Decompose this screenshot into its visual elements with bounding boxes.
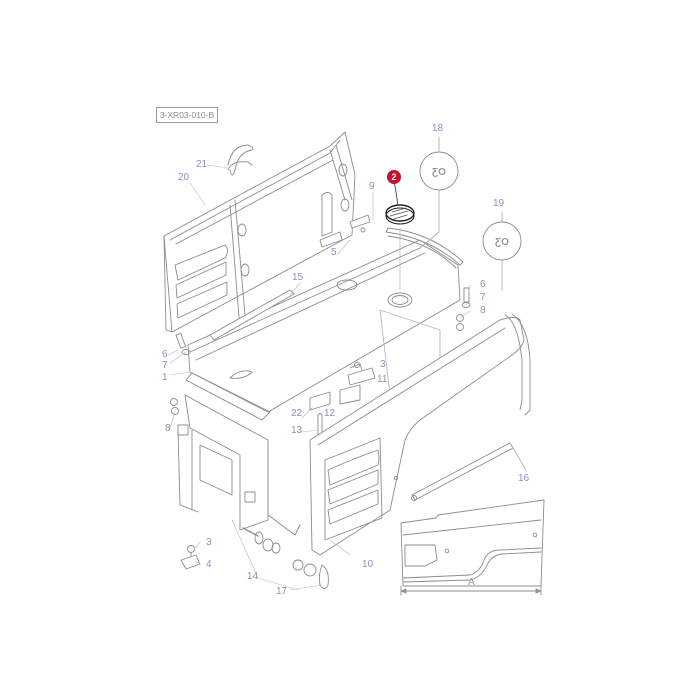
part-label-16[interactable]: 16 (518, 473, 530, 484)
side-panel-part-10 (309, 313, 531, 556)
curved-top-rail (385, 227, 464, 269)
bracket-part-9 (319, 192, 371, 248)
svg-text:ƸO: ƸO (495, 237, 509, 248)
part-label-6-left[interactable]: 6 (162, 349, 168, 360)
part-label-15[interactable]: 15 (292, 272, 304, 283)
svg-text:ƸO: ƸO (432, 167, 446, 178)
part-label-22[interactable]: 22 (291, 408, 303, 419)
latch-hardware (309, 309, 441, 441)
bolt-set-left (170, 332, 191, 415)
part-label-3-lower[interactable]: 3 (206, 537, 212, 548)
decal-part-18: ƸO (419, 136, 459, 249)
part-label-1[interactable]: 1 (162, 372, 168, 383)
reference-code-box: 3-XR03-010-B (156, 107, 218, 123)
plug-cap-part-2 (385, 179, 415, 291)
clip-parts-3-4 (180, 545, 201, 570)
leader-lines (167, 164, 471, 591)
part-label-12[interactable]: 12 (324, 408, 336, 419)
headboard-panel (163, 131, 356, 333)
hinge-parts-14-17 (242, 527, 329, 589)
part-label-6-right[interactable]: 6 (480, 279, 486, 290)
part-label-11[interactable]: 11 (377, 374, 388, 385)
part-label-8-right[interactable]: 8 (480, 305, 486, 316)
part-label-14[interactable]: 14 (247, 571, 259, 582)
part-label-18[interactable]: 18 (432, 123, 444, 134)
part-label-7-left[interactable]: 7 (162, 360, 168, 371)
rail-part-16 (411, 442, 527, 501)
part-label-10[interactable]: 10 (362, 559, 374, 570)
part-label-20[interactable]: 20 (178, 172, 190, 183)
part-label-7-right[interactable]: 7 (480, 292, 486, 303)
front-frame (177, 394, 301, 536)
hook-part-21 (227, 144, 254, 176)
bolt-set-right (456, 287, 471, 331)
decal-part-19: ƸO (482, 211, 522, 291)
highlighted-part-badge[interactable]: 2 (387, 170, 401, 184)
part-label-19[interactable]: 19 (493, 198, 505, 209)
dimension-label-a: A (468, 577, 475, 588)
part-label-17[interactable]: 17 (276, 586, 288, 597)
part-label-21[interactable]: 21 (196, 159, 208, 170)
rail-part-15 (209, 289, 295, 341)
part-label-8-left[interactable]: 8 (165, 423, 171, 434)
part-label-9[interactable]: 9 (369, 181, 375, 192)
part-label-3-center[interactable]: 3 (380, 359, 386, 370)
part-label-5[interactable]: 5 (331, 247, 337, 258)
part-label-13[interactable]: 13 (291, 425, 303, 436)
detail-view-panel (400, 499, 545, 596)
part-label-4[interactable]: 4 (206, 559, 212, 570)
